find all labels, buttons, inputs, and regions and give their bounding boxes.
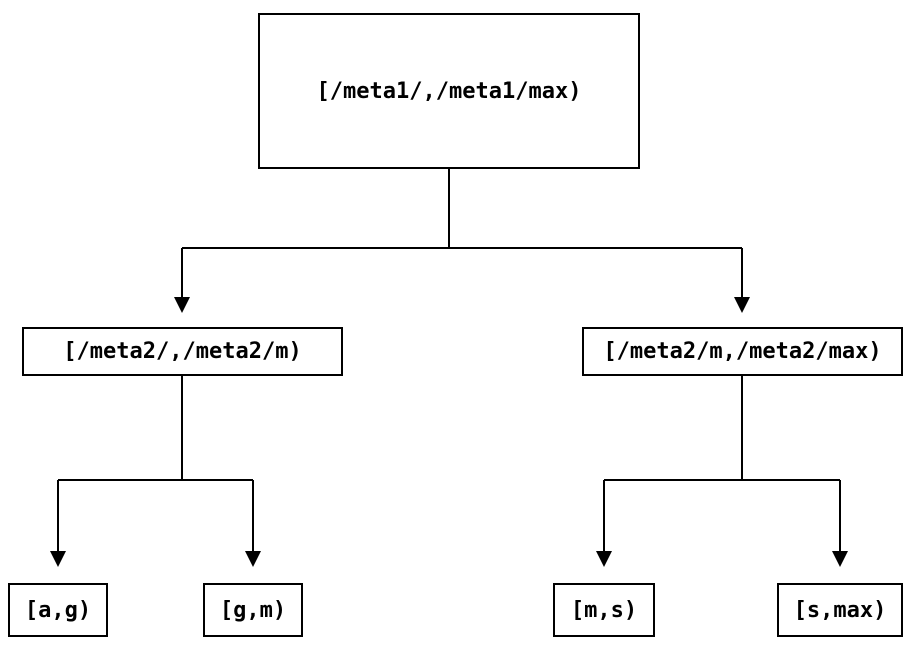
node-meta2-low-range: [/meta2/,/meta2/m) — [22, 327, 343, 376]
node-leaf-g-m: [g,m) — [203, 583, 303, 637]
edge-meta2low-to-leaves — [57, 376, 254, 552]
arrowhead-icon — [832, 551, 848, 567]
arrowhead-icon — [596, 551, 612, 567]
node-leaf-a-g: [a,g) — [8, 583, 108, 637]
edge-root-to-level2 — [181, 169, 743, 298]
arrowhead-icon — [245, 551, 261, 567]
node-meta2-high-range: [/meta2/m,/meta2/max) — [582, 327, 903, 376]
node-leaf-m-s: [m,s) — [553, 583, 655, 637]
arrowhead-icon — [50, 551, 66, 567]
edge-meta2high-to-leaves — [603, 376, 841, 552]
node-meta1-range: [/meta1/,/meta1/max) — [258, 13, 640, 169]
arrowhead-icon — [734, 297, 750, 313]
node-leaf-s-max: [s,max) — [777, 583, 903, 637]
arrowhead-icon — [174, 297, 190, 313]
